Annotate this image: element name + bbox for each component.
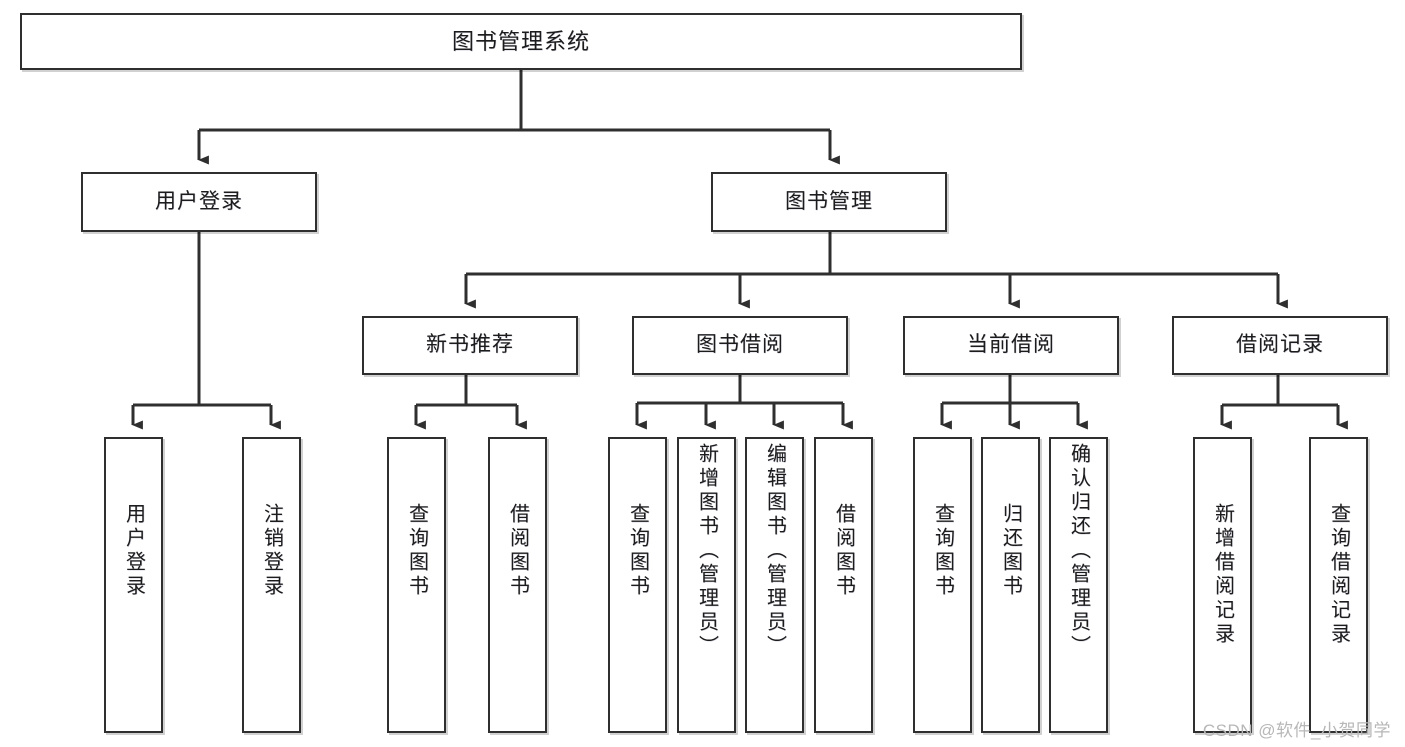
leaf-borrow-borrow-book[interactable]: 借阅图书 bbox=[814, 437, 873, 733]
leaf-borrow-edit-book-admin[interactable]: 编辑图书（管理员） bbox=[745, 437, 804, 733]
node-user-login[interactable]: 用户登录 bbox=[81, 172, 317, 232]
node-label: 查询借阅记录 bbox=[1327, 503, 1350, 647]
leaf-record-query-record[interactable]: 查询借阅记录 bbox=[1309, 437, 1368, 733]
leaf-borrow-add-book-admin[interactable]: 新增图书（管理员） bbox=[677, 437, 736, 733]
node-label: 借阅记录 bbox=[1236, 333, 1324, 357]
node-label: 用户登录 bbox=[122, 503, 145, 599]
node-label: 用户登录 bbox=[155, 189, 243, 213]
node-label: 编辑图书（管理员） bbox=[763, 443, 786, 659]
leaf-current-return-book[interactable]: 归还图书 bbox=[981, 437, 1040, 733]
node-root-system[interactable]: 图书管理系统 bbox=[20, 13, 1022, 70]
node-borrow-record[interactable]: 借阅记录 bbox=[1172, 316, 1388, 375]
node-label: 确认归还（管理员） bbox=[1067, 443, 1090, 659]
leaf-user-login-signin[interactable]: 用户登录 bbox=[104, 437, 163, 733]
node-new-book-recommend[interactable]: 新书推荐 bbox=[362, 316, 578, 375]
node-label: 借阅图书 bbox=[832, 503, 855, 599]
node-label: 新增图书（管理员） bbox=[695, 443, 718, 659]
node-label: 新书推荐 bbox=[426, 333, 514, 357]
node-book-management[interactable]: 图书管理 bbox=[711, 172, 947, 232]
node-label: 图书管理系统 bbox=[451, 28, 590, 54]
node-label: 查询图书 bbox=[931, 503, 954, 599]
node-book-borrow[interactable]: 图书借阅 bbox=[632, 316, 848, 375]
node-label: 图书管理 bbox=[785, 189, 873, 213]
leaf-current-confirm-return-admin[interactable]: 确认归还（管理员） bbox=[1049, 437, 1108, 733]
node-label: 查询图书 bbox=[405, 503, 428, 599]
node-label: 借阅图书 bbox=[506, 503, 529, 599]
leaf-record-add-record[interactable]: 新增借阅记录 bbox=[1193, 437, 1252, 733]
node-label: 当前借阅 bbox=[967, 333, 1055, 357]
leaf-recommend-query-book[interactable]: 查询图书 bbox=[387, 437, 446, 733]
node-label: 查询图书 bbox=[626, 503, 649, 599]
leaf-user-login-signout[interactable]: 注销登录 bbox=[242, 437, 301, 733]
node-label: 新增借阅记录 bbox=[1211, 503, 1234, 647]
node-label: 注销登录 bbox=[260, 503, 283, 599]
node-label: 归还图书 bbox=[999, 503, 1022, 599]
leaf-borrow-query-book[interactable]: 查询图书 bbox=[608, 437, 667, 733]
leaf-recommend-borrow-book[interactable]: 借阅图书 bbox=[488, 437, 547, 733]
node-label: 图书借阅 bbox=[696, 333, 784, 357]
leaf-current-query-book[interactable]: 查询图书 bbox=[913, 437, 972, 733]
node-current-borrow[interactable]: 当前借阅 bbox=[903, 316, 1119, 375]
